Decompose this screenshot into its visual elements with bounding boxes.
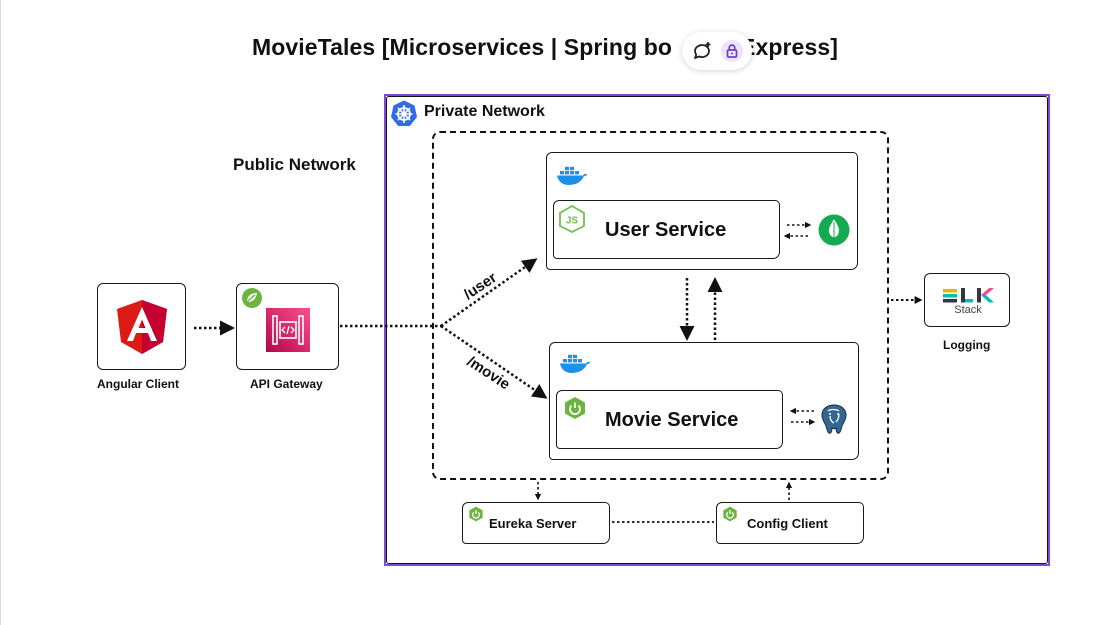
docker-icon — [557, 166, 588, 185]
spring-boot-icon — [469, 506, 483, 522]
private-network-label: Private Network — [424, 103, 545, 120]
canvas-left-edge — [0, 0, 1, 625]
logging-label: Logging — [943, 338, 991, 352]
lock-icon[interactable] — [720, 39, 744, 63]
angular-client-label: Angular Client — [97, 377, 180, 391]
elk-stack-caption: Stack — [954, 304, 982, 316]
public-network-label: Public Network — [233, 155, 356, 174]
spring-boot-icon — [565, 397, 585, 419]
api-gateway-node[interactable] — [236, 283, 339, 370]
eureka-server-node[interactable] — [462, 502, 610, 544]
spring-leaf-icon — [242, 288, 262, 308]
services-cluster — [432, 131, 889, 480]
postgresql-icon — [821, 404, 847, 434]
private-network-frame — [384, 94, 1050, 566]
floating-toolbar — [682, 32, 752, 70]
diagram-title: MovieTales [Microservices | Spring bo Exp… — [252, 34, 838, 61]
docker-icon — [560, 354, 591, 373]
eureka-server-label: Eureka Server — [489, 516, 577, 531]
angular-client-node[interactable] — [97, 283, 186, 370]
config-client-node[interactable] — [716, 502, 864, 544]
user-route-label: /user — [461, 269, 500, 303]
movie-route-label: /movie — [464, 353, 513, 393]
private-network-inner-frame — [386, 96, 1048, 564]
diagram-title-tail: Express] — [740, 34, 838, 60]
movie-service-label: Movie Service — [605, 409, 739, 431]
api-gateway-label: API Gateway — [250, 377, 323, 391]
api-gateway-icon — [266, 308, 310, 352]
user-route-arrow — [440, 258, 538, 328]
angular-icon — [117, 300, 167, 354]
user-service-node[interactable]: JS — [553, 200, 780, 259]
movie-service-node[interactable] — [556, 390, 783, 449]
config-client-label: Config Client — [747, 516, 828, 531]
movie-route-arrow — [440, 324, 548, 399]
user-service-label: User Service — [605, 219, 727, 241]
svg-text:JS: JS — [566, 216, 579, 227]
nodejs-icon: JS — [559, 205, 585, 233]
mongodb-icon — [818, 214, 850, 246]
elk-stack-node[interactable]: Stack — [924, 273, 1010, 327]
comment-plus-icon[interactable] — [690, 39, 714, 63]
diagram-title-text: MovieTales [Microservices | Spring bo — [252, 34, 673, 60]
kubernetes-icon — [391, 100, 417, 126]
elk-logo-icon — [943, 288, 994, 303]
spring-boot-icon — [723, 506, 737, 522]
